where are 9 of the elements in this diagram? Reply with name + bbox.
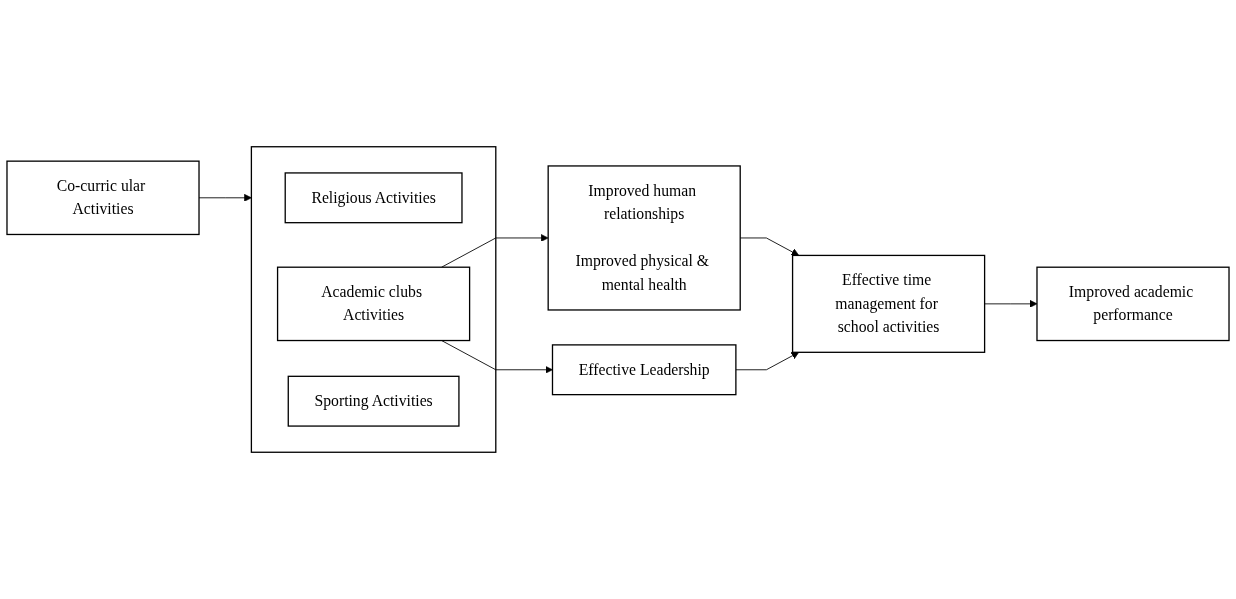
node-box: Religious Activities <box>284 172 463 224</box>
node-box: Academic clubs Activities <box>276 266 471 342</box>
node-box: Improved human relationships Improved physical & mental health <box>547 165 741 311</box>
node-box: Improved academic performance <box>1036 266 1230 342</box>
node-box: Effective time management for school activities <box>791 254 986 353</box>
node-box: Sporting Activities <box>287 375 460 427</box>
cluster <box>250 146 497 453</box>
node-box: Co-curric ular Activities <box>6 160 200 236</box>
node-box: Effective Leadership <box>551 344 737 396</box>
